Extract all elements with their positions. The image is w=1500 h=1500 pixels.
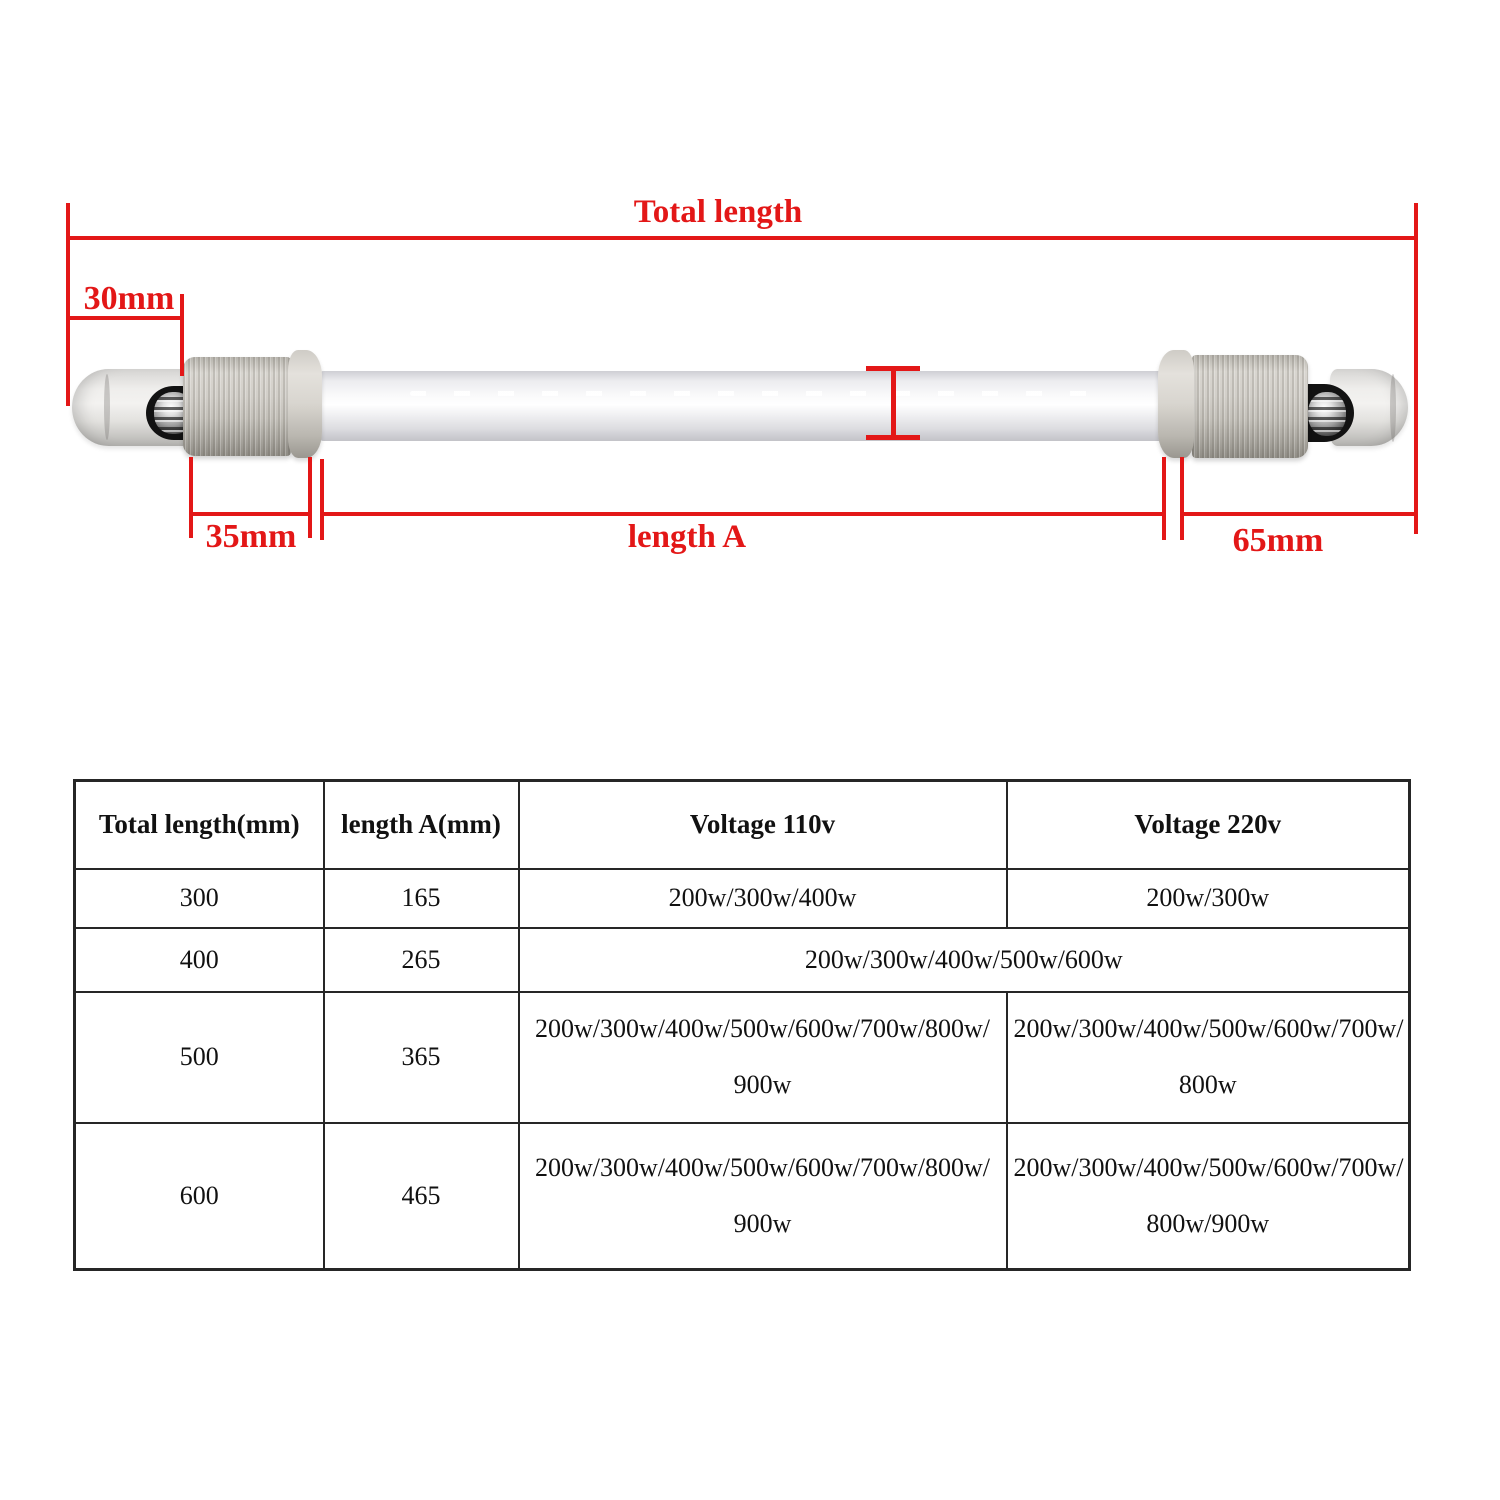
- left-ceramic-cap: [183, 357, 291, 456]
- lamp-glass-tube: [316, 371, 1174, 441]
- length-a-label: length A: [627, 519, 747, 555]
- tube-highlight: [410, 391, 1110, 396]
- dim-35mm-label: 35mm: [205, 518, 297, 555]
- dim-65mm-left-tick: [1180, 457, 1184, 540]
- total-length-dimension-line: [68, 236, 1417, 240]
- left-cap-collar: [288, 350, 322, 458]
- table-header-row: Total length(mm) length A(mm) Voltage 11…: [73, 779, 1411, 870]
- cell-total-length: 400: [73, 926, 325, 993]
- cell-length-a: 265: [322, 926, 520, 993]
- right-terminal-rim: [1390, 374, 1396, 442]
- cell-length-a: 365: [322, 990, 520, 1124]
- cell-total-length: 600: [73, 1121, 325, 1271]
- header-total-length: Total length(mm): [73, 779, 325, 870]
- spec-table: Total length(mm) length A(mm) Voltage 11…: [73, 779, 1411, 1271]
- left-terminal-rim: [104, 374, 110, 440]
- dim-35mm-left-tick: [189, 457, 193, 538]
- total-length-left-extension-line: [66, 203, 70, 406]
- right-contact-spring: [1308, 392, 1346, 436]
- cell-watts-both-voltages: 200w/300w/400w/500w/600w: [517, 926, 1411, 993]
- diameter-marker-bottom-bar: [866, 435, 920, 440]
- dim-65mm-label: 65mm: [1232, 522, 1324, 559]
- cell-watts-110v: 200w/300w/400w/500w/600w/700w/800w/ 900w: [517, 990, 1008, 1124]
- cell-total-length: 500: [73, 990, 325, 1124]
- cell-watts-220v: 200w/300w/400w/500w/600w/700w/ 800w/900w: [1005, 1121, 1411, 1271]
- table-row: 500 365 200w/300w/400w/500w/600w/700w/80…: [73, 990, 1411, 1124]
- table-row: 300 165 200w/300w/400w 200w/300w: [73, 867, 1411, 929]
- dim-30mm-tick: [180, 294, 184, 376]
- length-a-left-tick: [320, 459, 324, 540]
- cell-total-length: 300: [73, 867, 325, 929]
- cell-length-a: 465: [322, 1121, 520, 1271]
- total-length-label: Total length: [633, 194, 803, 230]
- total-length-right-extension-line: [1414, 203, 1418, 534]
- header-voltage-110v: Voltage 110v: [517, 779, 1008, 870]
- diameter-marker-stem: [891, 366, 896, 440]
- header-voltage-220v: Voltage 220v: [1005, 779, 1411, 870]
- right-ceramic-cap: [1192, 355, 1308, 458]
- table-row: 400 265 200w/300w/400w/500w/600w: [73, 926, 1411, 993]
- cell-watts-110v: 200w/300w/400w: [517, 867, 1008, 929]
- dim-65mm-line: [1180, 512, 1418, 516]
- cell-watts-220v: 200w/300w: [1005, 867, 1411, 929]
- length-a-right-tick: [1162, 457, 1166, 540]
- length-a-dimension-line: [320, 512, 1166, 516]
- dim-30mm-label: 30mm: [83, 280, 175, 317]
- table-row: 600 465 200w/300w/400w/500w/600w/700w/80…: [73, 1121, 1411, 1271]
- header-length-a: length A(mm): [322, 779, 520, 870]
- dim-35mm-right-tick: [308, 457, 312, 538]
- cell-watts-110v: 200w/300w/400w/500w/600w/700w/800w/ 900w: [517, 1121, 1008, 1271]
- cell-length-a: 165: [322, 867, 520, 929]
- cell-watts-220v: 200w/300w/400w/500w/600w/700w/ 800w: [1005, 990, 1411, 1124]
- dim-30mm-line: [68, 316, 183, 320]
- dim-35mm-line: [189, 512, 312, 516]
- right-cap-collar: [1158, 350, 1194, 458]
